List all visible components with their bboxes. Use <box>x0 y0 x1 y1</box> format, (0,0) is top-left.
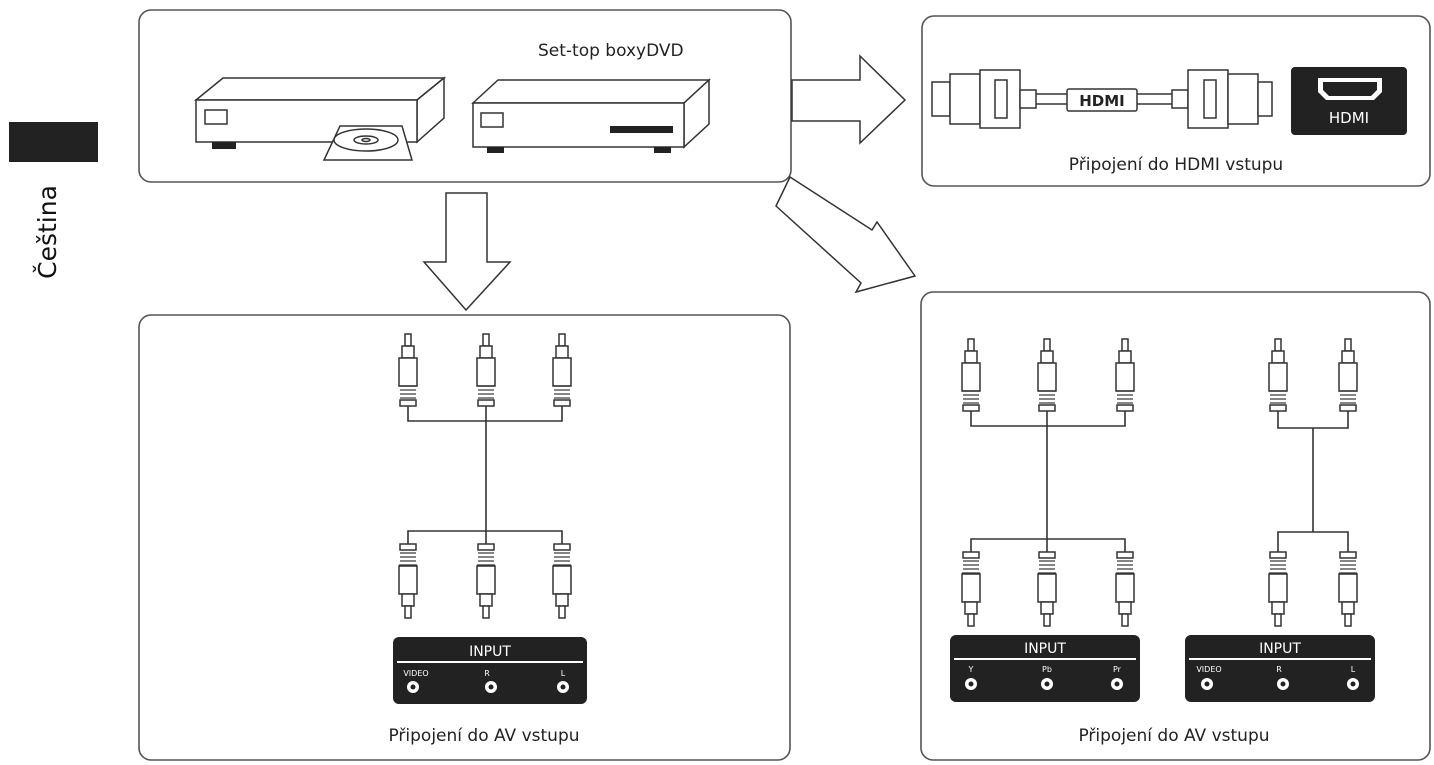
arrow-to-hdmi <box>791 54 907 145</box>
av-left-panel-title: INPUT <box>469 644 511 660</box>
devices-title: Set-top boxyDVD <box>538 41 684 61</box>
av-right-port-l: L <box>1351 665 1356 674</box>
av-right-component-input-panel <box>950 635 1140 702</box>
av-right-port-r: R <box>1276 665 1282 674</box>
hdmi-cable-label: HDMI <box>1079 92 1125 110</box>
av-right-component-cable-illustration <box>961 338 1135 627</box>
av-left-input-panel <box>393 637 587 704</box>
av-left-cable-illustration <box>398 333 572 619</box>
arrow-to-av-right <box>775 175 917 294</box>
av-right-caption: Připojení do AV vstupu <box>1078 726 1269 746</box>
av-left-port-l: L <box>561 669 566 678</box>
av-left-caption: Připojení do AV vstupu <box>388 726 579 746</box>
language-tab-marker <box>9 122 98 162</box>
hdmi-caption: Připojení do HDMI vstupu <box>1069 155 1283 175</box>
set-top-box-illustration <box>471 78 711 153</box>
av-right-port-pb: Pb <box>1042 665 1052 674</box>
arrow-to-av-left <box>422 192 512 312</box>
hdmi-logo-label: HDMI <box>1329 109 1369 127</box>
av-right-audio-panel-title: INPUT <box>1259 641 1301 657</box>
hdmi-logo-icon <box>1291 67 1407 135</box>
av-right-port-video: VIDEO <box>1196 665 1221 674</box>
av-right-audio-cable-illustration <box>1268 338 1358 627</box>
dvd-player-illustration <box>193 76 447 161</box>
av-left-port-r: R <box>484 669 490 678</box>
hdmi-cable-illustration <box>931 69 1273 129</box>
av-right-port-pr: Pr <box>1113 665 1122 674</box>
av-right-port-y: Y <box>968 665 974 674</box>
av-left-box <box>138 314 791 761</box>
language-tab-label: Čeština <box>32 185 62 279</box>
av-left-port-video: VIDEO <box>403 669 428 678</box>
av-right-audio-input-panel <box>1185 635 1375 702</box>
av-right-component-panel-title: INPUT <box>1024 641 1066 657</box>
